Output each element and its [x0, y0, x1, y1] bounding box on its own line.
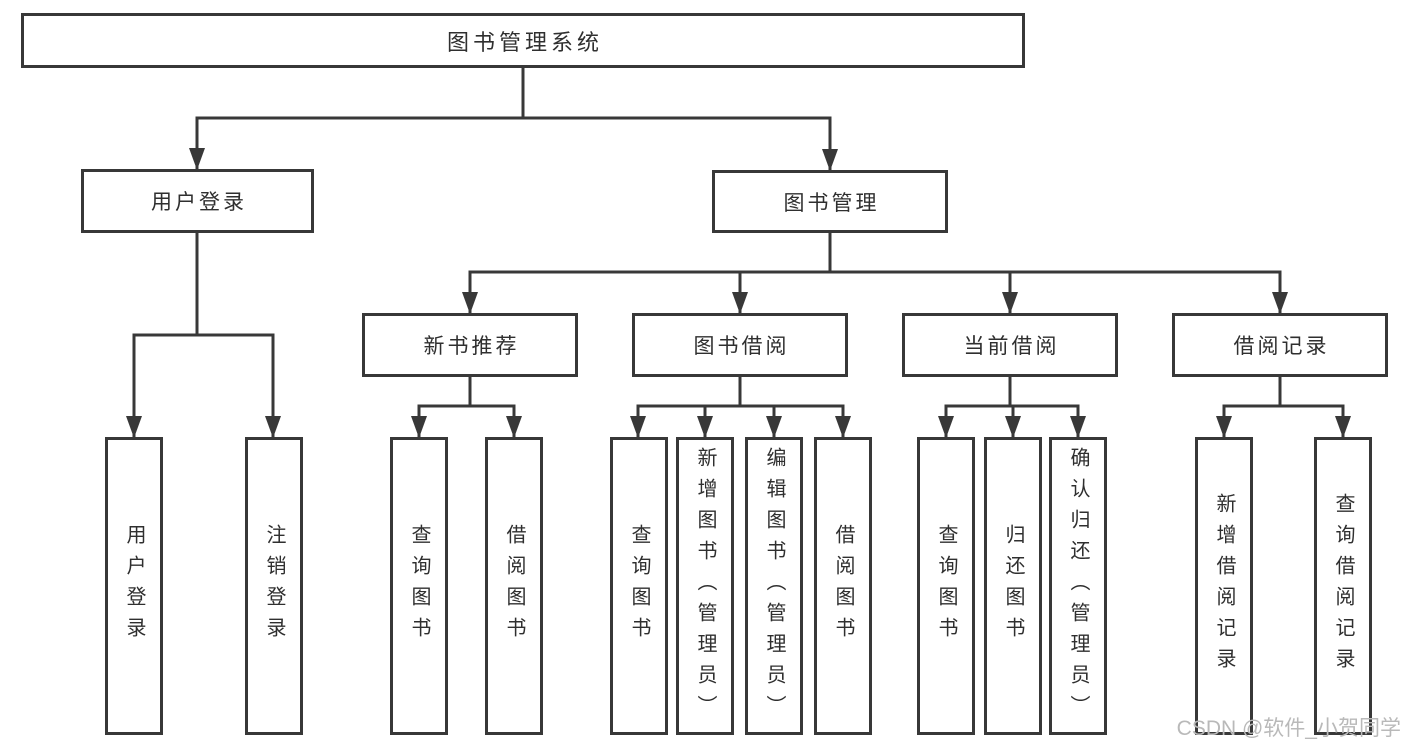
- leaf-current-confirm-return-admin: 确认归还（管理员）: [1049, 437, 1107, 735]
- node-current-borrowing: 当前借阅: [902, 313, 1118, 377]
- node-user-login: 用户登录: [81, 169, 314, 233]
- leaf-records-query-record: 查询借阅记录: [1314, 437, 1372, 735]
- leaf-user-login: 用户登录: [105, 437, 163, 735]
- leaf-borrow-query-books: 查询图书: [610, 437, 668, 735]
- node-book-management: 图书管理: [712, 170, 948, 233]
- node-new-book-recommend: 新书推荐: [362, 313, 578, 377]
- node-borrowing-records: 借阅记录: [1172, 313, 1388, 377]
- node-library-management-system: 图书管理系统: [21, 13, 1025, 68]
- leaf-current-query-books: 查询图书: [917, 437, 975, 735]
- leaf-borrow-edit-books-admin: 编辑图书（管理员）: [745, 437, 803, 735]
- leaf-newbook-borrow-books: 借阅图书: [485, 437, 543, 735]
- leaf-newbook-query-books: 查询图书: [390, 437, 448, 735]
- leaf-records-add-record: 新增借阅记录: [1195, 437, 1253, 735]
- leaf-current-return-books: 归还图书: [984, 437, 1042, 735]
- node-book-borrowing: 图书借阅: [632, 313, 848, 377]
- leaf-logout: 注销登录: [245, 437, 303, 735]
- leaf-borrow-borrow-books: 借阅图书: [814, 437, 872, 735]
- leaf-borrow-add-books-admin: 新增图书（管理员）: [676, 437, 734, 735]
